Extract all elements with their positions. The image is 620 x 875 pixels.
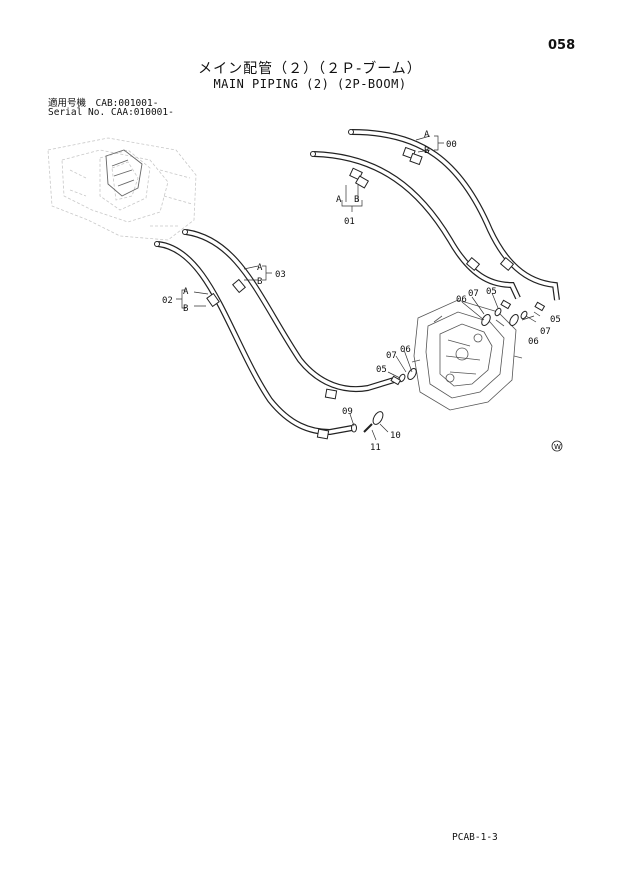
callout-07-left: 07 <box>386 351 397 361</box>
pipe-02 <box>154 241 353 436</box>
hose-collars <box>206 146 515 440</box>
serial-line-1: 適用号機 CAB:001001- <box>48 98 159 109</box>
machine-outline <box>47 137 197 241</box>
corner-mark-letter: W <box>554 443 561 451</box>
callout-a-00: A <box>424 130 430 140</box>
callout-05-upper: 05 <box>486 287 497 297</box>
callout-a-02: A <box>183 287 189 297</box>
pipe-01 <box>310 151 521 300</box>
callout-b-02: B <box>183 304 188 314</box>
callout-b-03: B <box>257 277 262 287</box>
callout-09: 09 <box>342 407 353 417</box>
callout-11: 11 <box>370 443 381 453</box>
callout-07-upper: 07 <box>468 289 479 299</box>
callout-b-00: B <box>424 146 429 156</box>
callout-06-left: 06 <box>400 345 411 355</box>
callout-07-right: 07 <box>540 327 551 337</box>
callout-06-right: 06 <box>528 337 539 347</box>
corner-mark: W <box>551 440 563 452</box>
footer-code: PCAB-1-3 <box>452 832 498 843</box>
callout-02: 02 <box>162 296 173 306</box>
callout-01: 01 <box>344 217 355 227</box>
page-number: 058 <box>548 38 576 53</box>
callout-03: 03 <box>275 270 286 280</box>
pipe-00 <box>348 129 560 301</box>
callout-10: 10 <box>390 431 401 441</box>
callout-00: 00 <box>446 140 457 150</box>
fittings <box>351 299 546 433</box>
title-japanese: メイン配管（２）（２Ｐ-ブーム） <box>198 61 422 77</box>
pipe-03 <box>182 229 395 393</box>
callout-a-01: A <box>336 195 342 205</box>
pump-block <box>411 299 523 411</box>
callout-05-right: 05 <box>550 315 561 325</box>
machine-detail <box>105 149 143 197</box>
callout-a-03: A <box>257 263 263 273</box>
callouts: A B 00 A B 01 A B 03 A B 02 07 05 06 05 … <box>162 130 561 453</box>
title-english: MAIN PIPING (2) (2P-BOOM) <box>213 77 407 91</box>
callout-05-left: 05 <box>376 365 387 375</box>
callout-06-upper: 06 <box>456 295 467 305</box>
leader-lines <box>176 135 541 441</box>
serial-line-2: Serial No. CAA:010001- <box>48 107 174 118</box>
callout-b-01: B <box>354 195 359 205</box>
